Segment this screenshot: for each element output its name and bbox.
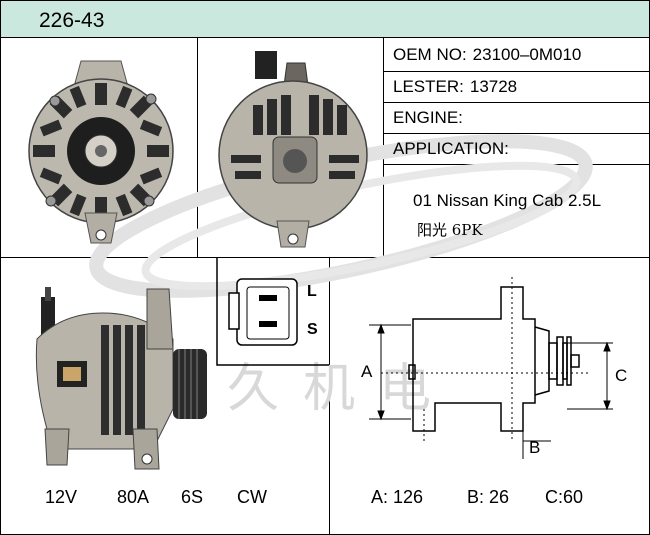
rating-pulley: 6S	[181, 487, 204, 507]
divider-spec-3	[383, 133, 649, 134]
spec-row-engine: ENGINE:	[393, 108, 475, 128]
divider-spec-1	[383, 71, 649, 72]
rating-voltage: 12V	[45, 487, 78, 507]
terminal-s-label: S	[307, 321, 318, 338]
rating-amperage: 80A	[117, 487, 150, 507]
divider-bottom	[329, 257, 330, 534]
spec-label-lester: LESTER:	[393, 77, 464, 96]
dimension-a-value: A: 126	[371, 487, 424, 507]
spec-label-engine: ENGINE:	[393, 108, 463, 127]
spec-row-oem: OEM NO: 23100–0M010	[393, 45, 587, 65]
rating-rotation: CW	[237, 487, 267, 507]
dimension-b-value: B: 26	[467, 487, 510, 507]
dim-b-marker: B	[529, 438, 540, 457]
alternator-front-photo	[28, 60, 174, 244]
divider-front-rear	[197, 38, 198, 257]
alternator-side-photo	[35, 287, 207, 470]
divider-mid	[1, 257, 649, 258]
spec-value-lester: 13728	[469, 77, 518, 96]
divider-spec-2	[383, 102, 649, 103]
application-note: 阳光 6PK	[417, 221, 483, 239]
connector-frame	[216, 257, 329, 366]
dimension-c-value: C:60	[545, 487, 584, 507]
part-number: 226-43	[39, 9, 105, 32]
spec-value-oem: 23100–0M010	[472, 45, 582, 64]
spec-label-application: APPLICATION:	[393, 139, 509, 158]
header-bar: 226-43	[1, 1, 649, 38]
dim-c-marker: C	[615, 366, 627, 385]
application-vehicle: 01 Nissan King Cab 2.5L	[413, 191, 602, 210]
spec-row-application: APPLICATION:	[393, 139, 521, 159]
terminal-l-label: L	[307, 283, 317, 300]
spec-label-oem: OEM NO:	[393, 45, 467, 64]
dim-a-marker: A	[361, 362, 373, 381]
dimension-drawing: A C B	[361, 277, 627, 459]
spec-row-lester: LESTER: 13728	[393, 77, 523, 97]
alternator-rear-photo	[218, 51, 368, 248]
